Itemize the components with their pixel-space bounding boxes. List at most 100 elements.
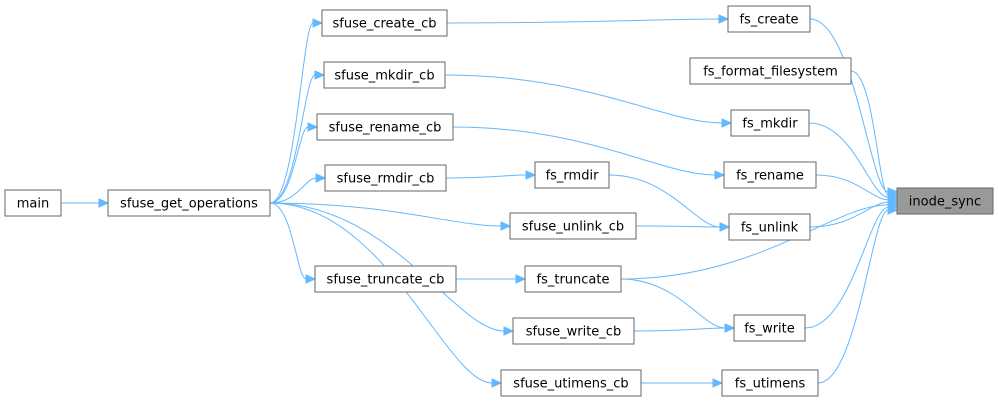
- node-box: [727, 5, 811, 33]
- arrowhead-icon: [305, 274, 317, 284]
- node-fs-create[interactable]: fs_create: [727, 5, 811, 33]
- node-fs-unlink[interactable]: fs_unlink: [728, 213, 811, 241]
- node-box: [689, 57, 852, 85]
- edge-line: [269, 74, 316, 204]
- edge-fs-truncate-to-fs-write: [620, 278, 736, 333]
- node-sfuse-get-operations[interactable]: sfuse_get_operations: [107, 189, 271, 217]
- edge-line: [444, 74, 723, 124]
- node-box: [534, 161, 610, 189]
- arrowhead-icon: [500, 221, 512, 231]
- edge-line: [815, 174, 889, 201]
- node-box: [721, 369, 819, 397]
- node-box: [107, 189, 271, 217]
- edge-sfuse-utimens-cb-to-fs-utimens: [641, 378, 724, 388]
- node-sfuse-unlink-cb[interactable]: sfuse_unlink_cb: [509, 212, 637, 240]
- edge-fs-format-filesystem-to-inode-sync: [850, 70, 899, 200]
- arrowhead-icon: [314, 70, 326, 80]
- edge-line: [269, 202, 502, 227]
- node-label: fs_rename: [736, 169, 804, 184]
- edge-line: [269, 22, 314, 204]
- node-label: fs_truncate: [537, 273, 610, 288]
- edge-main-to-sfuse-get-operations: [61, 198, 110, 208]
- node-box: [500, 369, 642, 397]
- node-fs-rename[interactable]: fs_rename: [723, 161, 817, 189]
- node-sfuse-rename-cb[interactable]: sfuse_rename_cb: [316, 113, 454, 141]
- edge-fs-utimens-to-inode-sync: [817, 205, 899, 384]
- edge-line: [850, 70, 889, 195]
- node-label: sfuse_rmdir_cb: [337, 172, 435, 187]
- node-box: [324, 164, 447, 192]
- edge-fs-rmdir-to-fs-unlink: [608, 174, 731, 232]
- node-label: sfuse_utimens_cb: [513, 377, 628, 392]
- node-sfuse-rmdir-cb[interactable]: sfuse_rmdir_cb: [324, 164, 447, 192]
- edge-sfuse-get-operations-to-sfuse-rename-cb: [269, 122, 319, 204]
- node-label: sfuse_get_operations: [120, 197, 258, 212]
- node-box: [730, 109, 810, 137]
- edge-sfuse-unlink-cb-to-fs-unlink: [635, 222, 731, 232]
- arrowhead-icon: [307, 122, 319, 132]
- node-label: fs_create: [739, 13, 798, 28]
- arrowhead-icon: [714, 170, 726, 180]
- node-fs-format-filesystem[interactable]: fs_format_filesystem: [689, 57, 852, 85]
- node-fs-truncate[interactable]: fs_truncate: [524, 265, 622, 293]
- node-box: [896, 187, 994, 215]
- node-sfuse-create-cb[interactable]: sfuse_create_cb: [321, 9, 448, 37]
- node-box: [512, 317, 635, 345]
- node-box: [728, 213, 811, 241]
- arrowhead-icon: [98, 198, 110, 208]
- edges-layer: [61, 14, 899, 388]
- arrowhead-icon: [721, 118, 733, 128]
- edge-sfuse-rename-cb-to-fs-rename: [452, 126, 726, 180]
- node-label: sfuse_unlink_cb: [522, 220, 624, 235]
- node-box: [314, 265, 457, 293]
- edge-line: [620, 278, 726, 329]
- arrowhead-icon: [491, 378, 503, 388]
- node-sfuse-mkdir-cb[interactable]: sfuse_mkdir_cb: [323, 61, 446, 89]
- node-inode-sync[interactable]: inode_sync: [896, 187, 994, 215]
- arrowhead-icon: [712, 378, 724, 388]
- node-label: sfuse_mkdir_cb: [334, 69, 434, 84]
- edge-sfuse-truncate-cb-to-fs-truncate: [456, 274, 527, 284]
- edge-line: [269, 202, 493, 384]
- edge-line: [446, 18, 720, 24]
- arrowhead-icon: [718, 14, 730, 24]
- node-box: [4, 189, 62, 217]
- arrowhead-icon: [724, 323, 736, 333]
- node-label: sfuse_create_cb: [332, 17, 436, 32]
- node-label: sfuse_write_cb: [526, 325, 621, 340]
- edge-sfuse-get-operations-to-sfuse-utimens-cb: [269, 202, 503, 388]
- node-sfuse-utimens-cb[interactable]: sfuse_utimens_cb: [500, 369, 642, 397]
- edge-sfuse-get-operations-to-sfuse-truncate-cb: [269, 202, 317, 284]
- edge-line: [445, 174, 527, 179]
- edge-line: [269, 177, 317, 204]
- node-label: sfuse_rename_cb: [329, 121, 442, 136]
- edge-line: [269, 202, 307, 280]
- node-main[interactable]: main: [4, 189, 62, 217]
- node-fs-mkdir[interactable]: fs_mkdir: [730, 109, 810, 137]
- node-label: sfuse_truncate_cb: [327, 273, 445, 288]
- node-label: fs_write: [744, 322, 795, 337]
- edge-sfuse-get-operations-to-sfuse-mkdir-cb: [269, 70, 326, 204]
- edge-sfuse-get-operations-to-sfuse-create-cb: [269, 18, 324, 204]
- node-fs-write[interactable]: fs_write: [733, 314, 806, 342]
- node-fs-utimens[interactable]: fs_utimens: [721, 369, 819, 397]
- edge-line: [269, 126, 309, 204]
- node-label: main: [17, 197, 49, 212]
- arrowhead-icon: [503, 326, 515, 336]
- node-sfuse-truncate-cb[interactable]: sfuse_truncate_cb: [314, 265, 457, 293]
- node-box: [321, 9, 448, 37]
- node-fs-rmdir[interactable]: fs_rmdir: [534, 161, 610, 189]
- arrowhead-icon: [515, 274, 527, 284]
- edge-line: [804, 206, 889, 329]
- node-label: fs_utimens: [735, 377, 806, 392]
- node-label: inode_sync: [909, 195, 981, 210]
- edge-sfuse-get-operations-to-sfuse-unlink-cb: [269, 202, 512, 231]
- edge-sfuse-write-cb-to-fs-write: [633, 323, 736, 333]
- edge-line: [809, 201, 889, 228]
- edge-line: [633, 327, 726, 332]
- node-sfuse-write-cb[interactable]: sfuse_write_cb: [512, 317, 635, 345]
- arrowhead-icon: [719, 222, 731, 232]
- edge-line: [620, 204, 889, 280]
- edge-line: [809, 18, 889, 193]
- arrowhead-icon: [315, 173, 327, 183]
